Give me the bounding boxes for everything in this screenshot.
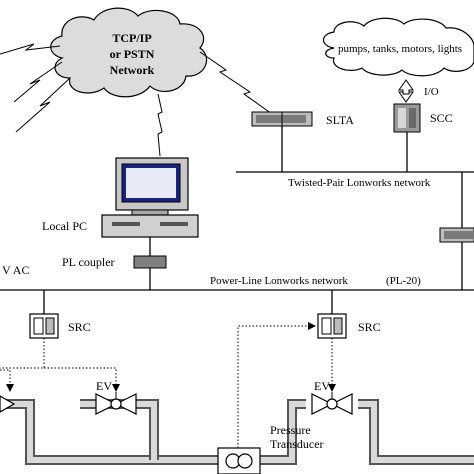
network-label-line3: Network: [110, 63, 155, 77]
scc-label: SCC: [430, 111, 453, 125]
ev-valve-left: EV: [95, 379, 137, 415]
control-signal-lines: [0, 322, 336, 448]
ev-left-label: EV: [96, 379, 112, 393]
power-line-label: Power-Line Lonworks network: [210, 275, 348, 287]
network-cloud: TCP/IP or PSTN Network: [50, 7, 208, 98]
pl-coupler: PL coupler: [62, 237, 167, 290]
pressure-transducer: Pressure Transducer: [217, 423, 324, 474]
pl20-label: (PL-20): [386, 275, 421, 287]
field-devices-label: pumps, tanks, motors, lights: [338, 43, 462, 55]
cloud-to-slta-link: [199, 51, 273, 115]
transducer-label: Transducer: [270, 437, 324, 451]
pressure-label: Pressure: [270, 423, 311, 437]
scc-device: SCC: [393, 103, 453, 133]
slta-label: SLTA: [326, 113, 354, 127]
src-right: SRC: [317, 313, 381, 339]
ev-valve-partial: [0, 395, 16, 413]
network-label-line2: or PSTN: [110, 47, 155, 61]
cloud-to-pc-link: [157, 93, 163, 157]
io-label: I/O: [424, 86, 439, 98]
src-left: SRC: [29, 313, 91, 339]
src-right-label: SRC: [358, 320, 381, 334]
slta-device: SLTA: [251, 111, 354, 127]
pl-coupler-label: PL coupler: [62, 255, 115, 269]
network-label-line1: TCP/IP: [112, 31, 151, 45]
field-devices-cloud: pumps, tanks, motors, lights: [322, 17, 474, 77]
router-device: [439, 227, 474, 290]
local-pc: Local PC: [42, 157, 199, 238]
vac-label: V AC: [2, 263, 29, 277]
ev-valve-right: EV: [311, 379, 353, 415]
power-line-bus: V AC Power-Line Lonworks network (PL-20): [0, 263, 474, 314]
wireless-link-bolts: [0, 43, 71, 133]
src-left-label: SRC: [68, 320, 91, 334]
io-arrow: I/O: [398, 79, 439, 103]
twisted-pair-label: Twisted-Pair Lonworks network: [288, 177, 431, 189]
twisted-pair-bus: Twisted-Pair Lonworks network: [236, 126, 474, 228]
ev-right-label: EV: [314, 379, 330, 393]
local-pc-label: Local PC: [42, 219, 87, 233]
